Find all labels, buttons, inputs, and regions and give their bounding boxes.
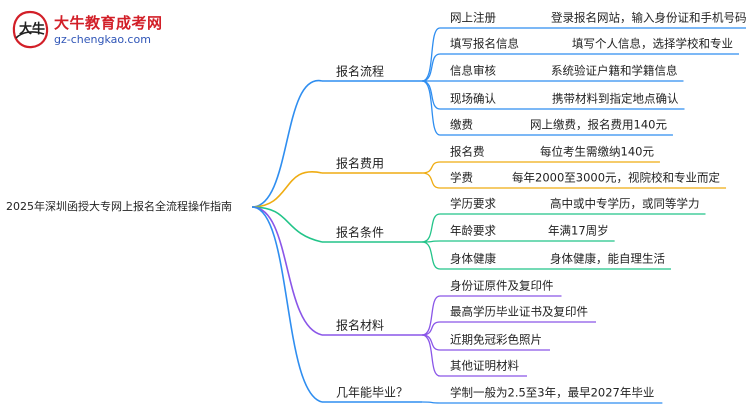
- leaf-label: 学费: [450, 171, 473, 185]
- leaf-label: 其他证明材料: [450, 359, 519, 373]
- leaf-label: 报名费: [450, 145, 485, 159]
- branch-to-leaf-connector: [421, 295, 441, 336]
- leaf-detail: 每年2000至3000元，视院校和专业而定: [512, 171, 721, 185]
- leaf-detail: 年满17周岁: [548, 224, 609, 238]
- branch-to-leaf-connector: [421, 80, 441, 136]
- leaf-label: 学制一般为2.5至3年，最早2027年毕业: [450, 386, 654, 400]
- leaf-detail: 每位考生需缴纳140元: [540, 145, 654, 159]
- branch-to-leaf-connector: [421, 401, 441, 404]
- logo-mark-text: 大牛: [19, 21, 45, 37]
- root-to-branch-connector: [251, 170, 323, 208]
- leaf-detail: 登录报名网站，输入身份证和手机号码: [551, 11, 747, 25]
- site-logo[interactable]: 大牛 大牛教育成考网 gz-chengkao.com: [10, 8, 200, 52]
- leaf-label: 学历要求: [450, 197, 496, 211]
- logo-mark-icon: 大牛: [12, 10, 49, 49]
- leaf-detail: 填写个人信息，选择学校和专业: [572, 37, 733, 51]
- leaf-label: 填写报名信息: [450, 37, 519, 51]
- branch-to-leaf-connector: [421, 172, 441, 189]
- root-to-branch-connector: [251, 206, 323, 403]
- mindmap-edges: [251, 27, 746, 404]
- branch-label: 几年能毕业？: [336, 386, 408, 400]
- logo-url: gz-chengkao.com: [54, 33, 151, 46]
- branch-label: 报名流程: [336, 64, 384, 79]
- root-to-branch-connector: [251, 206, 323, 243]
- leaf-label: 近期免冠彩色照片: [450, 333, 542, 347]
- leaf-detail: 网上缴费，报名费用140元: [530, 118, 667, 132]
- mindmap-root: 2025年深圳函授大专网上报名全流程操作指南: [6, 199, 232, 213]
- leaf-label: 网上注册: [450, 11, 496, 25]
- branch-to-leaf-connector: [421, 334, 441, 377]
- leaf-detail: 高中或中专学历，或同等学力: [550, 197, 700, 211]
- leaf-label: 年龄要求: [450, 224, 496, 238]
- leaf-label: 身份证原件及复印件: [450, 279, 554, 293]
- leaf-label: 身体健康: [450, 252, 496, 266]
- branch-to-leaf-connector: [421, 53, 441, 82]
- root-to-branch-connector: [251, 80, 323, 208]
- leaf-label: 信息审核: [450, 64, 496, 78]
- branch-to-leaf-connector: [421, 213, 441, 243]
- leaf-label: 缴费: [450, 118, 473, 132]
- logo-title: 大牛教育成考网: [54, 14, 163, 32]
- leaf-label: 现场确认: [450, 92, 496, 106]
- leaf-detail: 系统验证户籍和学籍信息: [551, 64, 678, 78]
- branch-label: 报名条件: [336, 225, 384, 240]
- branch-to-leaf-connector: [421, 241, 441, 270]
- branch-to-leaf-connector: [421, 161, 441, 174]
- root-to-branch-connector: [251, 206, 323, 336]
- branch-to-leaf-connector: [421, 27, 441, 82]
- branch-label: 报名材料: [336, 318, 384, 333]
- leaf-detail: 携带材料到指定地点确认: [552, 92, 679, 106]
- leaf-detail: 身体健康，能自理生活: [550, 252, 665, 266]
- leaf-label: 最高学历毕业证书及复印件: [450, 305, 588, 319]
- mindmap-nodes: 2025年深圳函授大专网上报名全流程操作指南 报名流程 网上注册 登录报名网站，输入身…: [6, 11, 747, 400]
- branch-label: 报名费用: [336, 156, 384, 171]
